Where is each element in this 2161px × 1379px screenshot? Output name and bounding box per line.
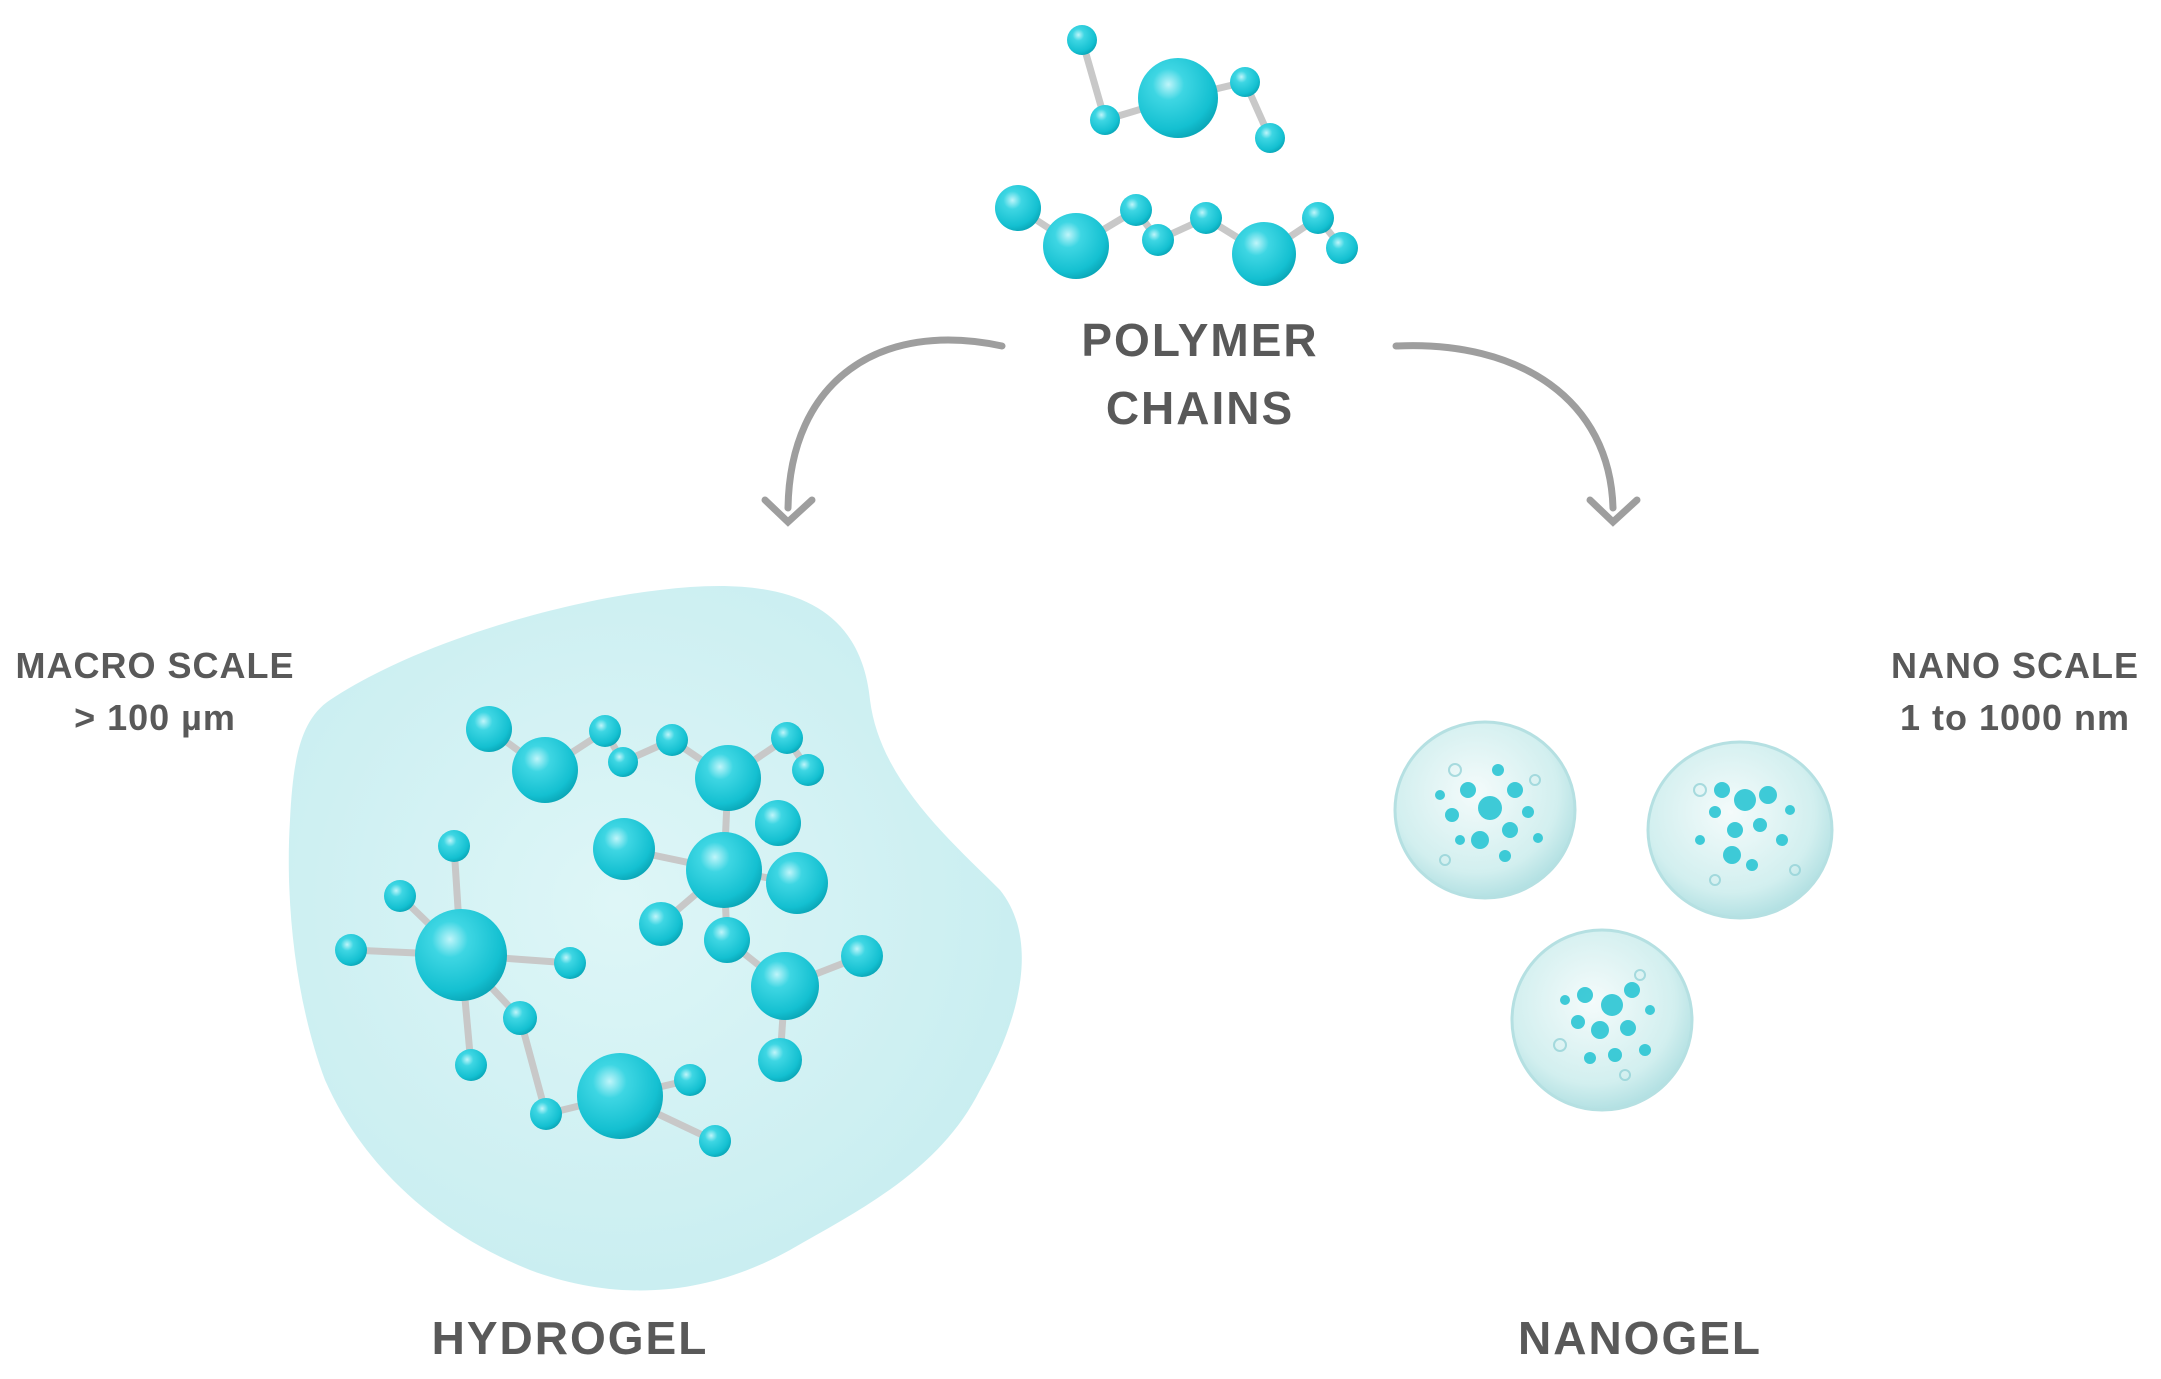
arrow-to-hydrogel	[761, 336, 1006, 527]
nano-scale-label: NANO SCALE 1 to 1000 nm	[1870, 640, 2160, 744]
polymer-label-line2: CHAINS	[1105, 382, 1295, 434]
nanogel-particle	[1510, 928, 1694, 1112]
arrow-to-nanogel	[1392, 342, 1641, 527]
nano-label-line2: 1 to 1000 nm	[1899, 697, 2131, 738]
macro-label-line2: > 100 µm	[74, 697, 236, 738]
nanogel-particle	[1646, 740, 1834, 920]
hydrogel-label: HYDROGEL	[431, 1312, 709, 1364]
nano-label-line1: NANO SCALE	[1890, 645, 2139, 686]
hydrogel-network-spheres	[335, 706, 883, 1157]
macro-label-line1: MACRO SCALE	[15, 645, 295, 686]
nanogel-particle	[1393, 720, 1577, 900]
polymer-label-line1: POLYMER	[1081, 314, 1319, 366]
nanogel-label: NANOGEL	[1518, 1312, 1762, 1364]
polymer-chains-label: POLYMER CHAINS	[1040, 306, 1360, 442]
polymer-chain-spheres	[995, 25, 1358, 286]
macro-scale-label: MACRO SCALE > 100 µm	[0, 640, 310, 744]
